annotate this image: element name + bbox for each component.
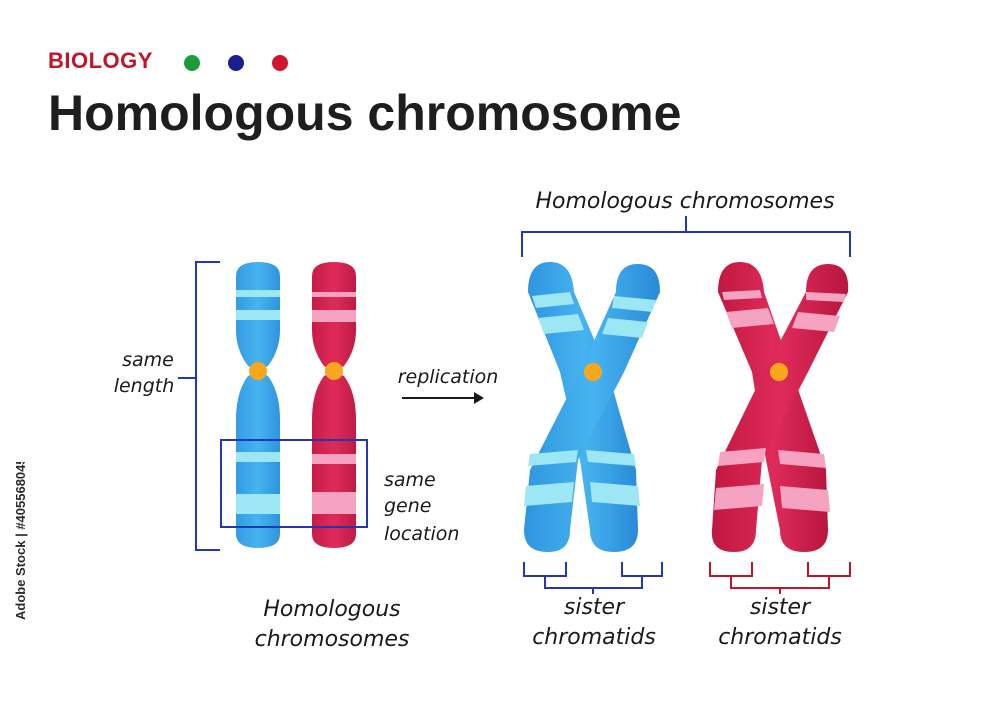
replication-label: replication [398,366,499,388]
blue-dot-icon [228,55,244,71]
blue-replicated-chromosome [524,262,660,552]
sister-chromatids-label: sister [564,595,626,620]
homologous-bracket [521,231,851,257]
same-length-label: same [122,349,174,371]
centromere-icon [325,362,343,380]
blue-chromosome-left [236,262,280,548]
subject-label: BIOLOGY [48,48,153,73]
same-gene-label: gene [384,495,431,517]
stock-watermark: Adobe Stock | #405568045 [13,462,28,620]
homologous-caption: Homologous [263,597,400,622]
homologous-caption: chromosomes [255,627,410,652]
gene-location-box [220,439,368,528]
same-length-label: length [114,375,175,397]
homologous-top-label: Homologous chromosomes [535,189,834,214]
red-replicated-chromosome [711,262,849,552]
page-title: Homologous chromosome [48,85,682,141]
centromere-icon [249,362,267,380]
same-gene-label: location [384,523,459,545]
sister-bracket-blue [523,562,663,594]
centromere-icon [770,363,788,381]
red-dot-icon [272,55,288,71]
centromere-icon [584,363,602,381]
same-length-bracket [195,261,220,551]
sister-bracket-red [709,562,851,594]
sister-chromatids-label: chromatids [718,625,842,650]
svg-text:Adobe Stock | #405568045: Adobe Stock | #405568045 [13,462,28,620]
red-chromosome-left [312,262,356,548]
same-gene-label: same [384,469,436,491]
sister-chromatids-label: chromatids [532,625,656,650]
green-dot-icon [184,55,200,71]
sister-chromatids-label: sister [750,595,812,620]
